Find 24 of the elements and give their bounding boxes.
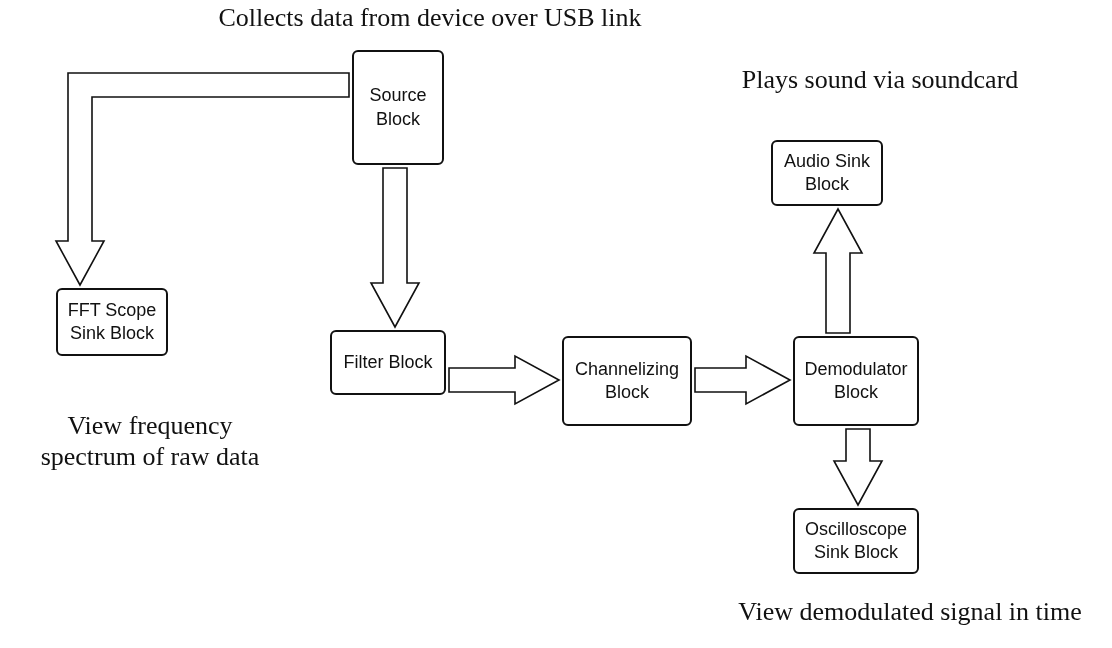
block-label: Demodulator Block (803, 357, 909, 404)
block-label: Channelizing Block (573, 357, 681, 404)
annotation-text: Plays sound via soundcard (740, 64, 1020, 96)
block-arrow (832, 428, 884, 507)
block-arrow (694, 354, 792, 406)
process-box (771, 140, 883, 206)
block-label: Source Block (368, 84, 428, 131)
process-box (352, 50, 444, 165)
process-box (793, 508, 919, 574)
block-label: Filter Block (343, 350, 433, 374)
block-label: Oscilloscope Sink Block (803, 517, 908, 564)
block-arrow (54, 72, 350, 287)
annotation-text: View demodulated signal in time (737, 596, 1083, 628)
annotation-text: View frequency spectrum of raw data (39, 410, 261, 473)
block-label: Audio Sink Block (782, 149, 872, 196)
block-arrow (812, 207, 864, 334)
process-box (793, 336, 919, 426)
block-label: FFT Scope Sink Block (66, 298, 158, 345)
block-arrow (369, 167, 421, 329)
block-arrow (448, 354, 561, 406)
annotation-text: Collects data from device over USB link (217, 2, 643, 34)
process-box (330, 330, 446, 395)
process-box (56, 288, 168, 356)
process-box (562, 336, 692, 426)
